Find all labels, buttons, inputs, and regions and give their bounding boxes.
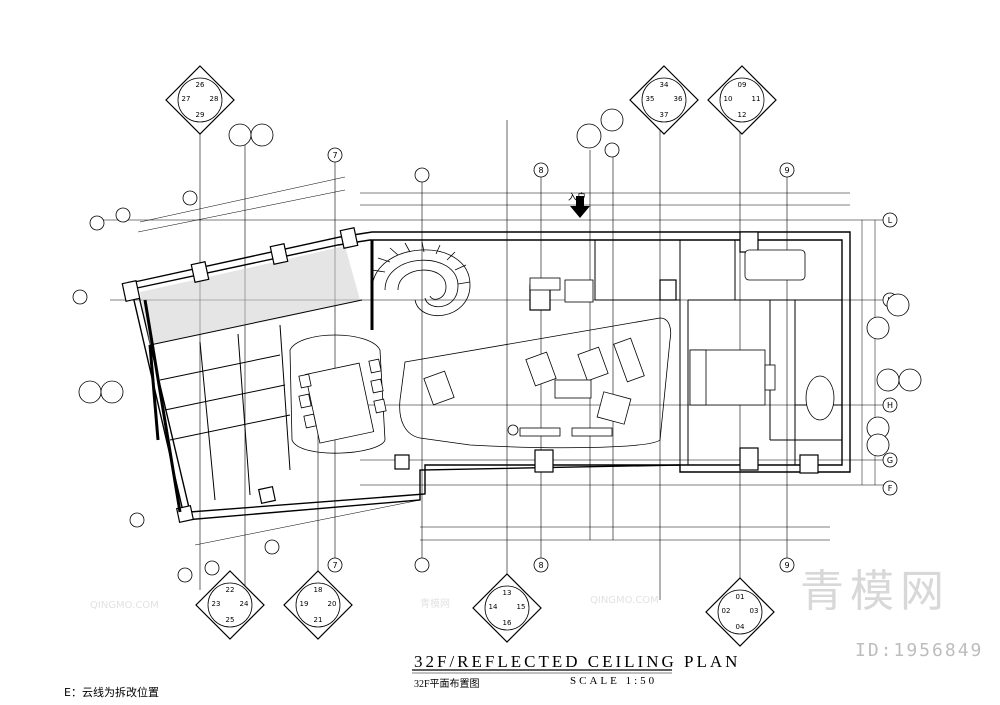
callout-number: 22 (226, 586, 235, 594)
watermark-id: ID:1956849 (855, 640, 984, 661)
callout-number: 11 (752, 95, 761, 103)
callout-number: 20 (328, 600, 337, 608)
callout-number: 23 (212, 600, 221, 608)
callout-number: 04 (736, 623, 745, 631)
ceiling-outline-living (289, 317, 672, 454)
watermark-brand: 青模网 (800, 566, 950, 617)
bed (529, 249, 835, 421)
grid-right-L: L (888, 216, 893, 225)
callout-number: 09 (738, 81, 747, 89)
callout-bottom-left-diamond: 22 23 24 25 (195, 570, 265, 640)
watermark-small-left: QINGMO.COM (90, 600, 159, 611)
spiral-staircase (371, 241, 471, 316)
callout-number: 26 (196, 81, 205, 89)
callout-number: 13 (503, 589, 512, 597)
callout-number: 28 (210, 95, 219, 103)
living-furniture (423, 337, 645, 437)
dining-table (298, 358, 387, 444)
drawing-footnote: E：云线为拆改位置 (64, 686, 159, 699)
callout-number: 34 (660, 81, 669, 89)
drawing-scale: SCALE 1:50 (570, 675, 658, 687)
columns (121, 227, 819, 524)
drawing-subtitle: 32F平面布置图 (414, 679, 480, 690)
grid-right-F: F (888, 484, 893, 493)
grid-top-7: 7 (332, 151, 337, 160)
callout-number: 27 (182, 95, 191, 103)
grid-bottom-8: 8 (538, 561, 543, 570)
small-callouts (78, 108, 922, 457)
grid-right-G: G (887, 456, 893, 465)
entrance-arrow (570, 196, 590, 218)
callout-top-far-right-diamond: 09 10 11 12 (707, 65, 777, 135)
callout-number: 29 (196, 111, 205, 119)
watermark-small-center2: QINGMO.COM (590, 595, 659, 606)
callout-bottom-mid-left-diamond: 18 19 20 21 (283, 570, 353, 640)
watermark-small-center: 青模网 (420, 599, 450, 610)
callout-number: 03 (750, 607, 759, 615)
grid-right-H: H (887, 401, 893, 410)
grid-bubbles (72, 142, 898, 583)
callout-number: 01 (736, 593, 745, 601)
callout-number: 18 (314, 586, 323, 594)
drawing-title: 32F/REFLECTED CEILING PLAN (414, 652, 741, 671)
callout-number: 24 (240, 600, 249, 608)
grid-top-9: 9 (784, 166, 789, 175)
callout-number: 16 (503, 619, 512, 627)
callout-number: 15 (517, 603, 526, 611)
interior-walls (149, 240, 842, 501)
grid-top-8: 8 (538, 166, 543, 175)
grid-bottom-9: 9 (784, 561, 789, 570)
callout-number: 12 (738, 111, 747, 119)
callout-number: 25 (226, 616, 235, 624)
entrance-label: 入户 (568, 192, 587, 202)
callout-top-left-diamond: 26 27 28 29 (165, 65, 235, 135)
grid-bottom-7: 7 (332, 561, 337, 570)
grid-lines (95, 100, 890, 600)
callout-number: 36 (674, 95, 683, 103)
callout-bottom-right-diamond: 01 02 03 04 (705, 577, 775, 647)
hatched-rooms (140, 246, 360, 345)
callout-number: 35 (646, 95, 655, 103)
callout-top-right-diamond: 34 35 36 37 (629, 65, 699, 135)
callout-number: 21 (314, 616, 323, 624)
callout-number: 10 (724, 95, 733, 103)
callout-number: 14 (489, 603, 498, 611)
callout-number: 19 (300, 600, 309, 608)
thick-walls (143, 240, 374, 513)
callout-number: 37 (660, 111, 669, 119)
callout-number: 02 (722, 607, 731, 615)
callout-bottom-mid-diamond: 13 14 15 16 (472, 573, 542, 643)
